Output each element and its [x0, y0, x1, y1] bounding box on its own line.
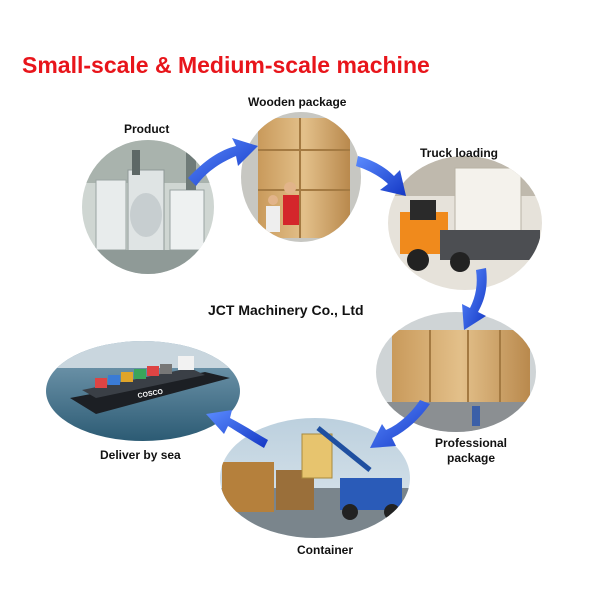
- step-label-deliver-by-sea: Deliver by sea: [100, 448, 181, 462]
- photo-truck-loading: [388, 156, 542, 290]
- flow-arrows: [188, 138, 487, 448]
- page-title: Small-scale & Medium-scale machine: [22, 52, 430, 78]
- company-name: JCT Machinery Co., Ltd: [208, 302, 364, 318]
- arrow-professional-to-container: [370, 400, 430, 448]
- arrow-product-to-wooden: [188, 138, 258, 186]
- photo-professional-package: [376, 312, 536, 432]
- arrow-container-to-sea: [206, 410, 268, 448]
- photo-wooden-package: [241, 112, 361, 242]
- arrow-truck-to-professional: [462, 268, 487, 330]
- photo-cargo-ship: COSCO: [46, 341, 240, 441]
- ship-hull-text: COSCO: [137, 389, 164, 400]
- step-label-container: Container: [297, 543, 354, 557]
- step-label-wooden-package: Wooden package: [248, 95, 347, 109]
- photo-product: [82, 140, 214, 274]
- step-label-product: Product: [124, 122, 170, 136]
- step-label-professional-package: Professional package: [434, 436, 508, 465]
- step-label-truck-loading: Truck loading: [420, 146, 499, 160]
- arrow-wooden-to-truck: [356, 156, 406, 196]
